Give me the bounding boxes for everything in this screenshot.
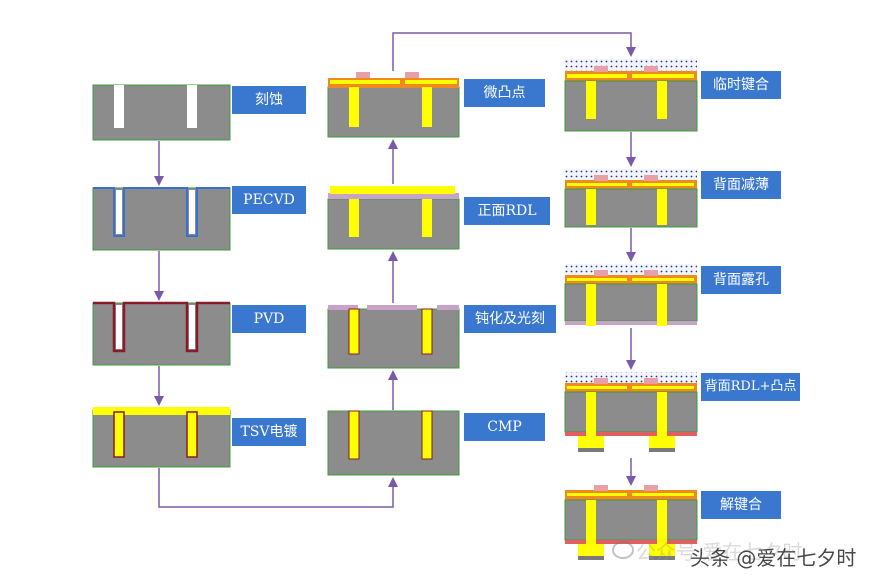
step-label-pvd: PVD xyxy=(232,305,306,333)
step-debonding-cross-section xyxy=(564,485,698,560)
watermark-bold: 头条 @爱在七夕时 xyxy=(690,546,857,570)
step-pvd-cross-section xyxy=(92,301,231,366)
step-label-front-rdl: 正面RDL xyxy=(464,197,550,225)
watermark-faded: 公众号 爱在七夕时 xyxy=(636,540,803,564)
step-label-micro-bump: 微凸点 xyxy=(464,79,545,107)
step-etch-cross-section xyxy=(92,84,231,141)
step-label-back-reveal: 背面露孔 xyxy=(701,266,781,294)
arrow-plating-to-cmp xyxy=(158,468,398,508)
flow-arrows xyxy=(154,32,636,508)
step-cmp-cross-section xyxy=(327,410,460,476)
step-back-thinning-cross-section xyxy=(564,169,698,228)
step-label-pecvd: PECVD xyxy=(232,186,306,214)
step-back-reveal-cross-section xyxy=(564,264,698,326)
step-label-back-rdl-bump: 背面RDL+凸点 xyxy=(701,373,800,401)
step-front-rdl-cross-section xyxy=(327,186,460,250)
step-micro-bump-cross-section xyxy=(327,72,460,138)
step-label-etch: 刻蚀 xyxy=(232,86,306,114)
step-label-temp-bonding: 临时键合 xyxy=(701,71,781,99)
watermark-wechat-icon xyxy=(612,541,634,559)
arrow-micro-bump-to-temp-bonding xyxy=(392,32,636,71)
step-label-cmp: CMP xyxy=(464,413,545,441)
step-tsv-plating-cross-section xyxy=(92,407,231,468)
step-label-debonding: 解键合 xyxy=(701,491,781,519)
step-label-tsv-plating: TSV电镀 xyxy=(232,418,306,446)
step-passivation-litho-cross-section xyxy=(327,305,460,369)
step-label-back-thinning: 背面减薄 xyxy=(701,171,781,199)
step-temp-bonding-cross-section xyxy=(564,59,698,132)
step-back-rdl-bump-cross-section xyxy=(564,372,698,452)
step-label-passivation-litho: 钝化及光刻 xyxy=(464,305,556,333)
step-pecvd-cross-section xyxy=(92,187,231,251)
